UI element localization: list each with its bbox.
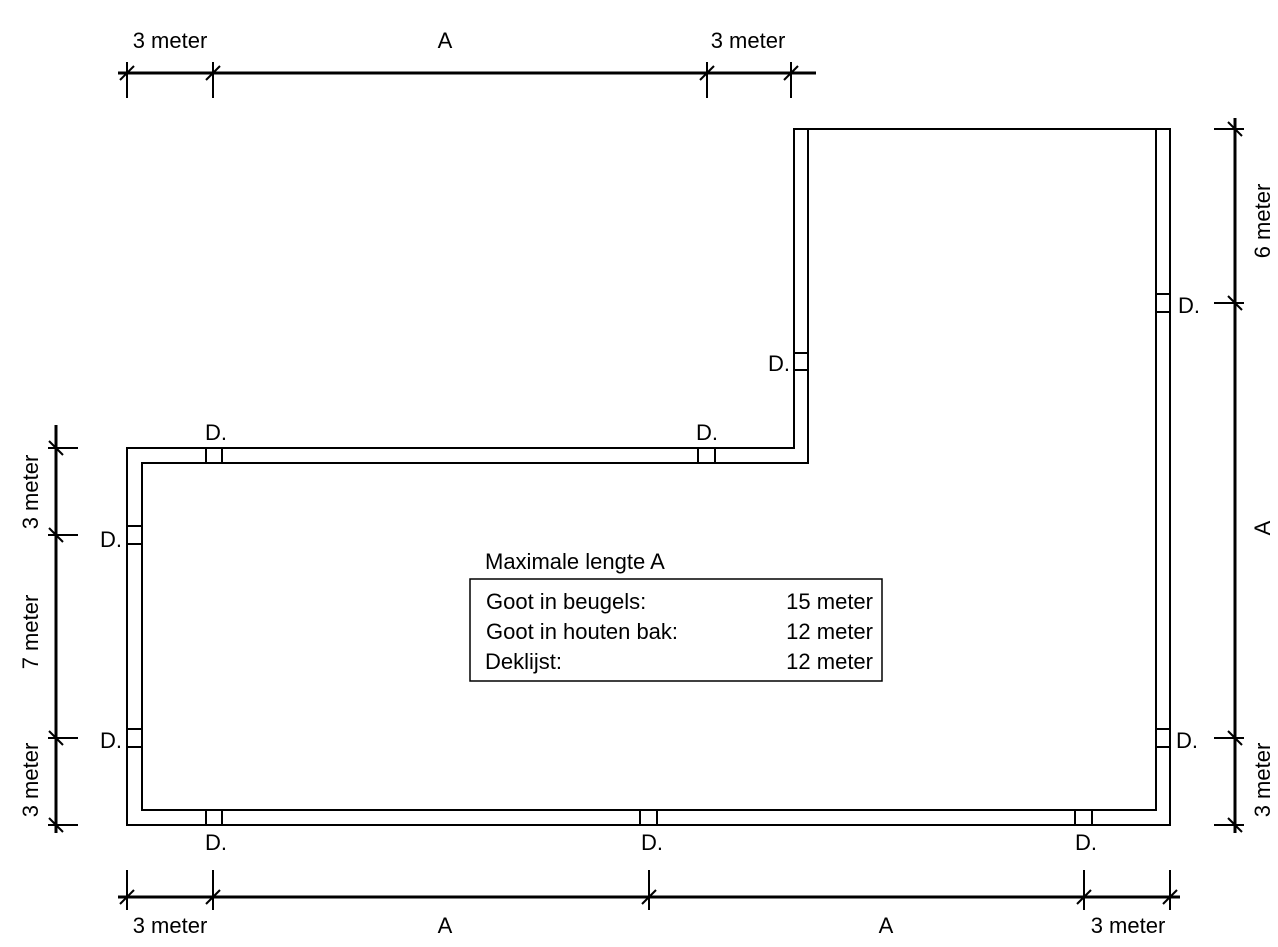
downspout-markers: [126, 293, 1171, 826]
dimension-label: 3 meter: [18, 455, 43, 530]
downspout-label: D.: [1178, 293, 1200, 318]
legend-row-value: 15 meter: [786, 589, 873, 614]
right-dimension-line: [1214, 118, 1244, 833]
downspout-label: D.: [1075, 830, 1097, 855]
right-dimension-labels: 6 meter A 3 meter: [1250, 184, 1275, 818]
outer-wall: [126, 128, 1171, 826]
legend-row-value: 12 meter: [786, 649, 873, 674]
downspout-label: D.: [696, 420, 718, 445]
legend-row-label: Deklijst:: [485, 649, 562, 674]
legend-title: Maximale lengte A: [485, 549, 665, 574]
downspout-label: D.: [768, 351, 790, 376]
downspout-labels: D. D. D. D. D. D. D. D. D. D.: [100, 293, 1200, 855]
max-length-legend: Maximale lengte A Goot in beugels: 15 me…: [469, 549, 883, 682]
dimension-label: A: [879, 913, 894, 938]
downspout-box-top-mid: [697, 447, 716, 464]
left-dimension-labels: 3 meter 7 meter 3 meter: [18, 455, 43, 818]
downspout-box-left-upper: [126, 525, 143, 545]
dimension-label: 3 meter: [1091, 913, 1166, 938]
dimension-label: 3 meter: [711, 28, 786, 53]
legend-box: [469, 578, 883, 682]
downspout-label: D.: [205, 420, 227, 445]
dimension-label: A: [1250, 520, 1275, 535]
downspout-box-bottom-mid: [639, 809, 658, 826]
left-dimension-line: [48, 425, 78, 833]
top-dimension-labels: 3 meter A 3 meter: [133, 28, 786, 53]
downspout-label: D.: [641, 830, 663, 855]
legend-row-label: Goot in beugels:: [486, 589, 646, 614]
bottom-dimension-line: [118, 870, 1180, 910]
downspout-box-right-upper: [1155, 293, 1171, 313]
downspout-label: D.: [100, 527, 122, 552]
dimension-label: 3 meter: [133, 28, 208, 53]
bottom-dimension-labels: 3 meter A A 3 meter: [133, 913, 1166, 938]
downspout-label: D.: [205, 830, 227, 855]
downspout-box-bottom-left: [205, 809, 223, 826]
downspout-label: D.: [1176, 728, 1198, 753]
downspout-box-step: [793, 352, 809, 371]
dimension-label: 3 meter: [18, 743, 43, 818]
legend-row-label: Goot in houten bak:: [486, 619, 678, 644]
dimension-label: 7 meter: [18, 595, 43, 670]
legend-row-value: 12 meter: [786, 619, 873, 644]
downspout-label: D.: [100, 728, 122, 753]
dimension-label: 6 meter: [1250, 184, 1275, 259]
dimension-label: 3 meter: [1250, 743, 1275, 818]
dimension-label: A: [438, 913, 453, 938]
downspout-box-left-lower: [126, 728, 143, 748]
dimension-label: 3 meter: [133, 913, 208, 938]
inner-wall: [141, 128, 1157, 811]
downspout-box-bottom-right: [1074, 809, 1093, 826]
building-outline: [126, 128, 1171, 826]
downspout-box-top-left: [205, 447, 223, 464]
downspout-box-right-lower: [1155, 728, 1171, 748]
top-dimension-line: [118, 62, 816, 98]
dimension-label: A: [438, 28, 453, 53]
